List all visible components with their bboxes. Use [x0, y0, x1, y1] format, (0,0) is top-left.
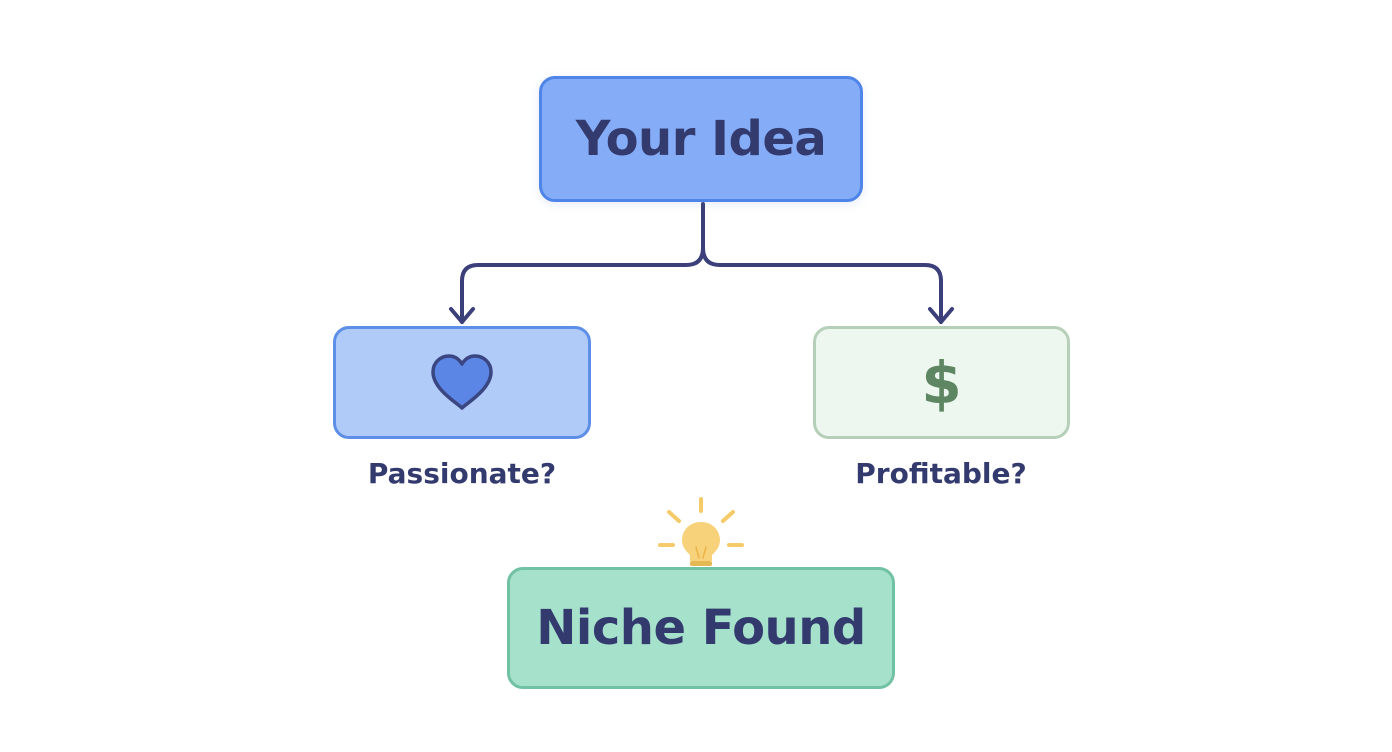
passion-label: Passionate? — [367, 457, 557, 490]
profit-label: Profitable? — [855, 457, 1027, 490]
idea-label: Your Idea — [575, 111, 827, 167]
idea-node: Your Idea — [539, 76, 863, 202]
arrowhead-passion — [449, 307, 475, 324]
connector-to-passion — [460, 202, 705, 324]
heart-icon — [431, 353, 493, 410]
arrowhead-profit — [928, 307, 954, 324]
passion-node — [333, 326, 591, 439]
profit-node: $ — [813, 326, 1070, 439]
dollar-icon: $ — [921, 348, 962, 417]
connector-to-profit — [701, 246, 943, 324]
niche-node: Niche Found — [507, 567, 895, 689]
niche-label: Niche Found — [536, 600, 866, 656]
